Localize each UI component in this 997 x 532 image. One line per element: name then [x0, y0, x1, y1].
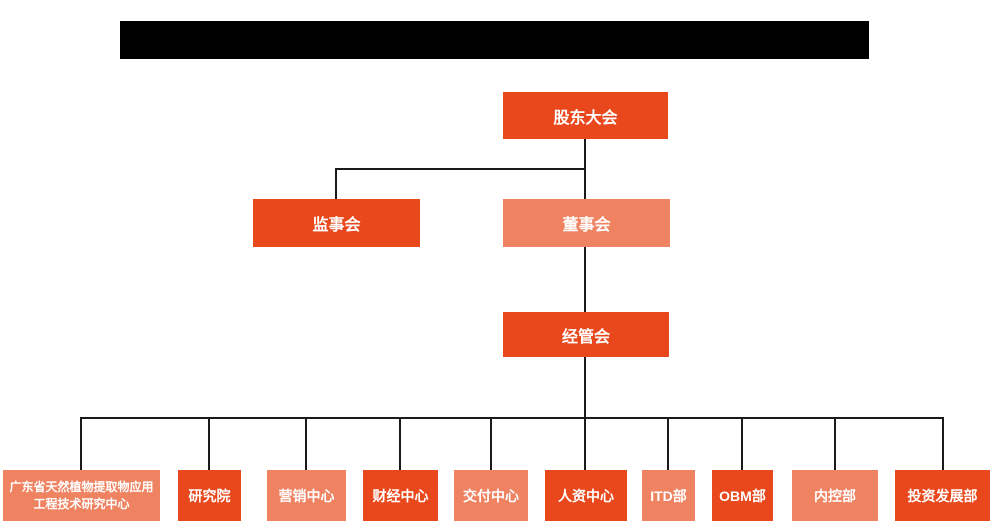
connector-stub-itd — [667, 417, 669, 470]
connector-stub-investment — [942, 417, 944, 470]
node-shareholders-meeting: 股东大会 — [503, 92, 668, 139]
connector-stub-internal-control — [834, 417, 836, 470]
connector-to-supervisory — [335, 168, 337, 199]
node-supervisory-board: 监事会 — [253, 199, 420, 247]
node-management-committee: 经管会 — [503, 312, 669, 357]
connector-board-to-management — [584, 247, 586, 312]
node-dept-marketing-center: 营销中心 — [267, 470, 346, 521]
connector-stub-finance — [399, 417, 401, 470]
connector-stub-obm — [741, 417, 743, 470]
connector-stub-research-center — [80, 417, 82, 470]
node-dept-investment-development: 投资发展部 — [895, 470, 990, 521]
node-board-of-directors: 董事会 — [503, 199, 670, 247]
connector-departments-horizontal — [80, 417, 944, 419]
node-dept-institute: 研究院 — [178, 470, 241, 521]
node-dept-delivery-center: 交付中心 — [454, 470, 528, 521]
connector-stub-institute — [208, 417, 210, 470]
node-dept-obm: OBM部 — [712, 470, 773, 521]
node-dept-finance-center: 财经中心 — [363, 470, 438, 521]
connector-row2-horizontal — [336, 168, 586, 170]
node-dept-hr-center: 人资中心 — [545, 470, 627, 521]
node-dept-research-center: 广东省天然植物提取物应用工程技术研究中心 — [3, 470, 160, 521]
connector-management-down — [584, 357, 586, 417]
node-dept-itd: ITD部 — [642, 470, 695, 521]
connector-stub-hr — [584, 417, 586, 470]
redacted-title-bar — [120, 21, 869, 59]
connector-stub-delivery — [490, 417, 492, 470]
node-dept-internal-control: 内控部 — [792, 470, 878, 521]
connector-stub-marketing — [305, 417, 307, 470]
